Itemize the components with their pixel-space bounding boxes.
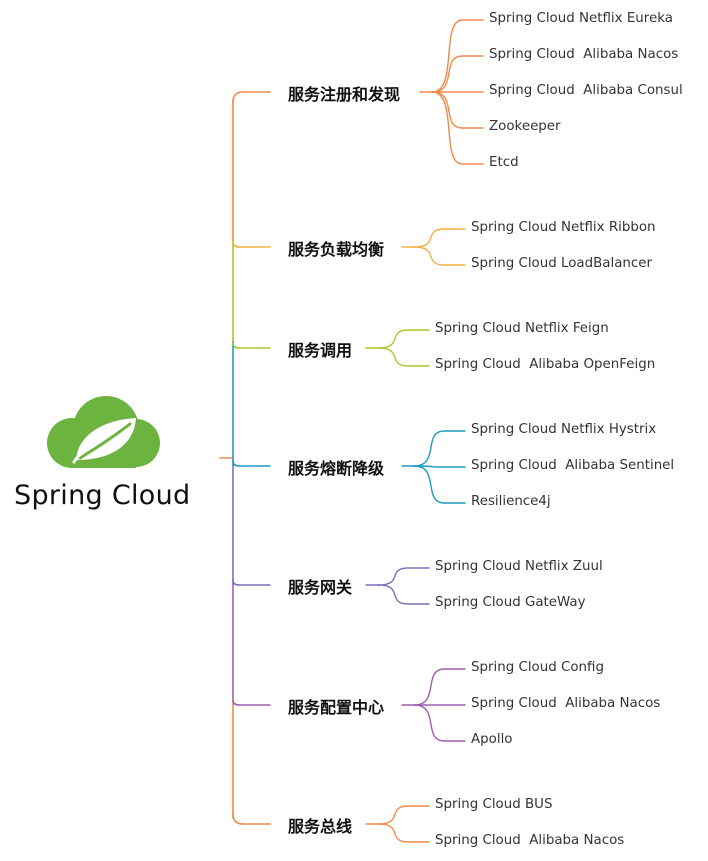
leaf-connector <box>413 246 466 266</box>
leaf-connector <box>377 347 430 367</box>
leaf-connector <box>413 465 466 468</box>
leaf-label: Spring Cloud Alibaba OpenFeign <box>435 357 656 372</box>
leaf-connector <box>431 91 484 165</box>
leaf-label: Etcd <box>489 155 519 170</box>
leaf-label: Spring Cloud Alibaba Consul <box>489 83 683 98</box>
branch-label: 服务注册和发现 <box>288 85 401 104</box>
leaf-connector <box>413 465 466 504</box>
leaf-label: Spring Cloud Alibaba Nacos <box>489 47 679 62</box>
leaf-connector <box>377 805 430 825</box>
branch-label: 服务配置中心 <box>288 698 385 717</box>
branch-connector <box>232 91 271 103</box>
leaf-label: Spring Cloud Config <box>471 660 604 675</box>
leaf-connector <box>413 228 466 248</box>
leaf-label: Spring Cloud Netflix Hystrix <box>471 422 657 437</box>
leaf-connector <box>413 430 466 467</box>
branch-connector <box>232 460 271 467</box>
branch-connector <box>232 579 271 586</box>
leaf-label: Spring Cloud Netflix Zuul <box>435 559 603 574</box>
leaf-label: Spring Cloud BUS <box>435 797 553 812</box>
leaf-label: Resilience4j <box>471 494 551 509</box>
leaf-label: Spring Cloud Netflix Feign <box>435 321 609 336</box>
branch-label: 服务调用 <box>288 341 353 360</box>
leaf-label: Spring Cloud Alibaba Nacos <box>435 833 625 848</box>
branch-connector <box>232 813 271 825</box>
leaf-label: Zookeeper <box>489 119 561 134</box>
leaf-label: Spring Cloud LoadBalancer <box>471 256 653 271</box>
leaf-connector <box>431 91 484 129</box>
leaf-label: Apollo <box>471 732 513 747</box>
branch-connector <box>232 699 271 706</box>
leaf-label: Spring Cloud Alibaba Nacos <box>471 696 661 711</box>
leaf-connector <box>431 19 484 93</box>
leaf-label: Spring Cloud Netflix Ribbon <box>471 220 656 235</box>
leaf-connector <box>377 329 430 349</box>
spring-leaf-cloud-icon <box>44 394 162 476</box>
leaf-connector <box>413 704 466 742</box>
root-title: Spring Cloud <box>14 480 191 511</box>
branch-connector <box>232 342 271 349</box>
leaf-connector <box>413 668 466 706</box>
leaf-connector <box>377 823 430 843</box>
branch-label: 服务网关 <box>288 578 353 597</box>
branch-label: 服务负载均衡 <box>288 240 385 259</box>
branch-label: 服务熔断降级 <box>288 459 385 478</box>
leaf-connector <box>431 55 484 93</box>
leaf-label: Spring Cloud Alibaba Sentinel <box>471 458 675 473</box>
leaf-connector <box>377 567 430 586</box>
leaf-connector <box>377 584 430 605</box>
branch-label: 服务总线 <box>288 817 353 836</box>
branch-connector <box>232 241 271 248</box>
leaf-label: Spring Cloud Netflix Eureka <box>489 11 673 26</box>
leaf-label: Spring Cloud GateWay <box>435 595 586 610</box>
